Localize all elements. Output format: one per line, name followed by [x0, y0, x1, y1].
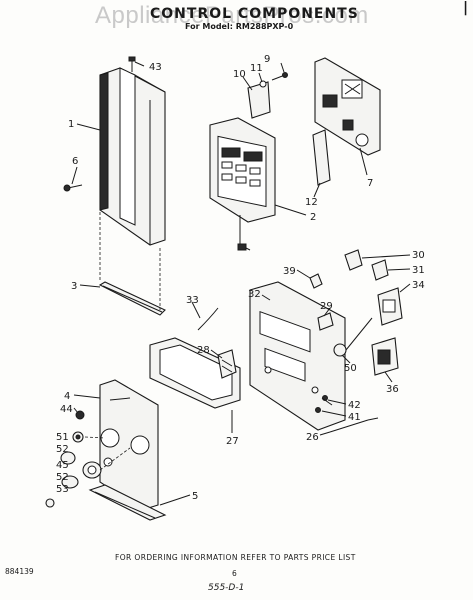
- part-4-front-panel: [99, 379, 159, 511]
- callout-51: 51: [56, 432, 69, 443]
- callout-43: 43: [149, 62, 162, 73]
- part-51-knob: [72, 431, 84, 443]
- callout-34: 34: [412, 280, 425, 291]
- callout-4: 4: [64, 391, 70, 402]
- callout-2: 2: [310, 212, 316, 223]
- callout-45: 45: [56, 460, 69, 471]
- callout-32: 32: [248, 289, 261, 300]
- callout-1: 1: [68, 119, 74, 130]
- part-28-insert: [217, 349, 237, 379]
- callout-10: 10: [233, 69, 246, 80]
- part-26-probe: [329, 417, 379, 433]
- watermark: AppliancePartsPros.com: [95, 2, 369, 29]
- part-29-connector: [317, 312, 334, 331]
- callout-50: 50: [344, 363, 357, 374]
- part-27-frame: [149, 337, 241, 409]
- callout-44: 44: [60, 404, 73, 415]
- callout-3: 3: [71, 281, 77, 292]
- callout-7: 7: [367, 178, 373, 189]
- callout-5: 5: [192, 491, 198, 502]
- callout-39: 39: [283, 266, 296, 277]
- callout-52b: 52: [56, 472, 69, 483]
- callout-29: 29: [320, 301, 333, 312]
- callout-28: 28: [197, 345, 210, 356]
- part-3-strip: [98, 281, 166, 316]
- callout-labels: 43 1 6 3 9 11 10 7 12 2 30 31 34 39 33 3…: [56, 54, 425, 502]
- part-43-screw: [128, 56, 136, 72]
- part-42-41-screws: [315, 395, 333, 413]
- part-code: 884139: [5, 567, 34, 576]
- part-36-switch: [371, 337, 399, 376]
- callout-9: 9: [264, 54, 270, 65]
- callout-leaders: [71, 61, 411, 506]
- part-52b-ring: [61, 475, 79, 489]
- part-53-screw: [45, 498, 55, 508]
- part-6-screw: [63, 184, 83, 192]
- part-50-lamp: [333, 317, 373, 357]
- part-30-clip: [344, 249, 363, 271]
- part-33-tube: [197, 307, 219, 331]
- ordering-note: FOR ORDERING INFORMATION REFER TO PARTS …: [115, 553, 356, 562]
- callout-30: 30: [412, 250, 425, 261]
- part-34-switch: [377, 287, 403, 326]
- part-5-trim-strip: [88, 484, 167, 521]
- callout-41: 41: [348, 412, 361, 423]
- callout-27: 27: [226, 436, 239, 447]
- callout-52: 52: [56, 444, 69, 455]
- callout-53: 53: [56, 484, 69, 495]
- part-52-ring: [60, 451, 76, 465]
- corner-mark: |: [463, 0, 469, 16]
- callout-11: 11: [250, 63, 263, 74]
- callout-6: 6: [72, 156, 78, 167]
- model-subtitle: For Model: RM288PXP-0: [185, 22, 294, 31]
- part-31-clip: [371, 259, 389, 281]
- part-45-knob: [82, 461, 102, 479]
- callout-12: 12: [305, 197, 318, 208]
- part-1-housing-rail: [99, 67, 166, 246]
- callout-26: 26: [306, 432, 319, 443]
- part-12-bracket: [312, 129, 331, 186]
- part-10-11-9-bracket: [247, 72, 288, 119]
- diagram-title: CONTROL COMPONENTS: [150, 6, 359, 22]
- callout-42: 42: [348, 400, 361, 411]
- part-39-clip: [309, 273, 323, 289]
- part-2-control-board: [209, 117, 276, 251]
- callout-31: 31: [412, 265, 425, 276]
- callout-33: 33: [186, 295, 199, 306]
- callout-36: 36: [386, 384, 399, 395]
- reference-code: 555-D-1: [208, 583, 245, 593]
- page-number: 6: [232, 569, 237, 578]
- part-7-relay-board: [314, 57, 381, 156]
